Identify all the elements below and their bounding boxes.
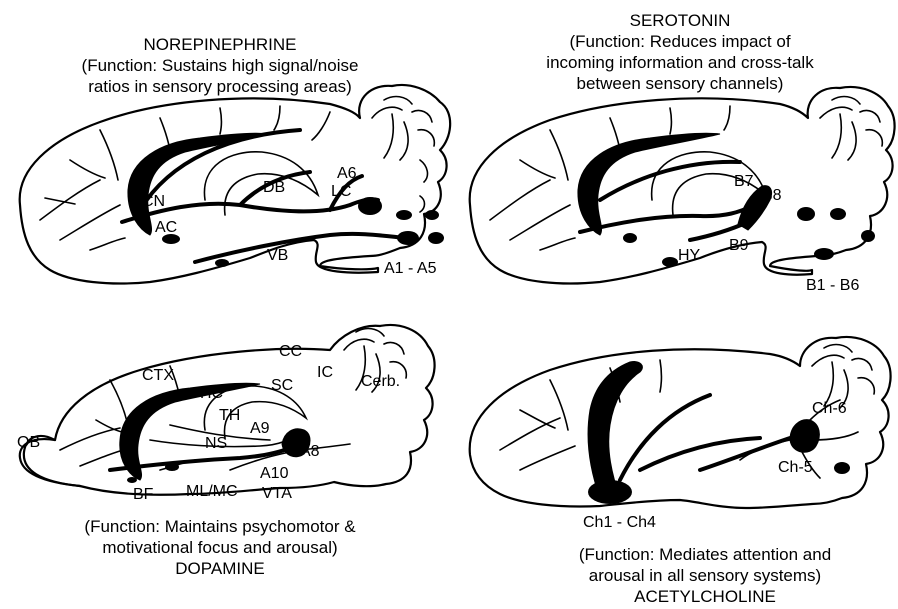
serotonin-cell-b3 — [861, 230, 875, 242]
norepinephrine-ventral-spot — [215, 259, 229, 267]
label-ch6: Ch-6 — [812, 400, 847, 417]
dopamine-brain: CTX CC IC Cerb. HC SC TH A9 NS A8 OB A10… — [17, 325, 435, 503]
serotonin-cell-b4 — [814, 248, 834, 260]
label-th: TH — [219, 407, 240, 424]
label-b7: B7 — [734, 173, 754, 190]
norepinephrine-cell-3 — [397, 231, 419, 245]
norepinephrine-brain: CN AC DB A6 LC VB A1 - A5 — [20, 85, 450, 284]
label-a10: A10 — [260, 465, 289, 482]
acetylcholine-cerebellum-folds — [812, 345, 874, 408]
label-cerb: Cerb. — [361, 373, 400, 390]
serotonin-hypothalamus-spot — [662, 257, 678, 267]
label-db: DB — [263, 179, 285, 196]
label-hy: HY — [678, 247, 701, 264]
norepinephrine-ventral-bundle — [195, 234, 405, 262]
label-a8: A8 — [300, 443, 320, 460]
acetylcholine-ch5-ch6-cluster — [790, 420, 819, 453]
label-a6: A6 — [337, 165, 357, 182]
label-b1-b6: B1 - B6 — [806, 277, 859, 294]
acetylcholine-brain-outline — [470, 337, 891, 508]
label-ctx: CTX — [142, 367, 174, 384]
dopamine-striatum-spot — [165, 463, 179, 471]
label-ns: NS — [205, 435, 227, 452]
dopamine-olfactory-tubercle-spot — [127, 477, 137, 483]
label-ac: AC — [155, 219, 177, 236]
label-ic: IC — [317, 364, 333, 381]
norepinephrine-cell-4 — [428, 232, 444, 244]
norepinephrine-cell-2 — [425, 210, 439, 220]
label-b8: B8 — [762, 187, 782, 204]
serotonin-cerebellum-folds — [820, 97, 882, 160]
norepinephrine-cell-1 — [396, 210, 412, 220]
serotonin-brain: B7 B8 B9 HY B1 - B6 — [470, 87, 895, 294]
label-ch1-ch4: Ch1 - Ch4 — [583, 514, 656, 531]
label-ch5: Ch-5 — [778, 459, 813, 476]
label-hc: HC — [200, 385, 223, 402]
acetylcholine-ch1-ch4-cell-cluster — [588, 480, 632, 504]
acetylcholine-cortical-tract — [620, 395, 790, 480]
label-bf: BF — [133, 486, 154, 503]
label-a1-a5: A1 - A5 — [384, 260, 437, 277]
norepinephrine-cerebellum-folds — [372, 97, 434, 212]
acetylcholine-brain: Ch-6 Ch-5 Ch1 - Ch4 — [470, 337, 891, 531]
norepinephrine-corpus-callosum — [128, 133, 270, 235]
label-lc: LC — [331, 183, 351, 200]
label-sc: SC — [271, 377, 293, 394]
serotonin-cell-b1 — [797, 207, 815, 221]
label-b9: B9 — [729, 237, 749, 254]
label-vb: VB — [267, 247, 288, 264]
acetylcholine-basal-forebrain-tract — [588, 362, 642, 498]
label-cn: CN — [142, 193, 165, 210]
norepinephrine-ascending-fibers — [140, 130, 362, 210]
label-a9: A9 — [250, 420, 270, 437]
label-vta: VTA — [262, 485, 292, 502]
acetylcholine-pons-spot — [834, 462, 850, 474]
serotonin-cell-b2 — [830, 208, 846, 220]
label-ml-mc: ML/MC — [186, 483, 238, 500]
serotonin-accumbens-spot — [623, 233, 637, 243]
label-ob: OB — [17, 434, 40, 451]
label-cc: CC — [279, 343, 302, 360]
serotonin-ascending-tract — [580, 162, 752, 240]
norepinephrine-locus-coeruleus — [358, 197, 382, 215]
